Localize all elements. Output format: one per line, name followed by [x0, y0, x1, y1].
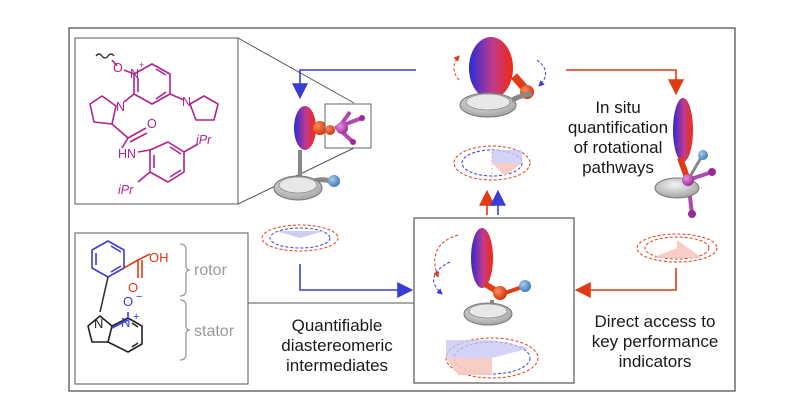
- atom-n-pyrrolidine: N: [182, 95, 191, 109]
- rotor-atom-labels: O OH O − N N +: [94, 250, 169, 331]
- rotor-model-right: [636, 98, 718, 263]
- atom-minus: −: [136, 291, 142, 303]
- atom-o-carbonyl-rotor: O: [128, 280, 138, 295]
- caption-direct-access: Direct access to key performance indicat…: [591, 312, 719, 371]
- arrow-top-to-left: [292, 69, 416, 100]
- atom-plus: +: [133, 311, 139, 323]
- rotor-model-top: [453, 37, 546, 181]
- arrow-right-to-center: [574, 268, 677, 298]
- atom-o-noxide: O: [113, 61, 123, 75]
- caption-quantifiable: Quantifiable diastereomeric intermediate…: [281, 316, 393, 375]
- arrow-left-to-center: [299, 264, 414, 298]
- caption-in-situ: In situ quantification of rotational pat…: [567, 98, 669, 177]
- atom-o-minus: O: [123, 294, 133, 309]
- arrow-top-to-right: [566, 69, 684, 96]
- catalyst-atom-labels: O N + N N O HN iPr iPr: [113, 60, 212, 197]
- atom-n-proline: N: [116, 100, 125, 114]
- stator-brace: [179, 299, 191, 361]
- atom-n-plus-rotor: N: [121, 315, 130, 330]
- rotor-model-center: [433, 228, 539, 379]
- atom-hn: HN: [118, 147, 136, 161]
- atom-plus-sign: +: [139, 60, 144, 70]
- rotor-model-left: [261, 103, 372, 252]
- zoom-line-top: [237, 37, 355, 104]
- stator-label: stator: [194, 323, 235, 340]
- rotor-stator-box: [74, 232, 249, 385]
- rotor-brace: [179, 243, 191, 297]
- atom-ipr-top: iPr: [196, 133, 212, 147]
- rotor-label: rotor: [194, 262, 228, 279]
- catalyst-molecule: [89, 53, 219, 183]
- atom-n-plus: N: [130, 67, 139, 81]
- atom-oh: OH: [149, 250, 169, 265]
- atom-n-indole: N: [94, 316, 103, 331]
- atom-ipr-bottom: iPr: [118, 183, 134, 197]
- rotor-stator-molecule: [87, 240, 151, 353]
- atom-o-carbonyl: O: [147, 117, 157, 131]
- pathway-arrows: [292, 69, 684, 298]
